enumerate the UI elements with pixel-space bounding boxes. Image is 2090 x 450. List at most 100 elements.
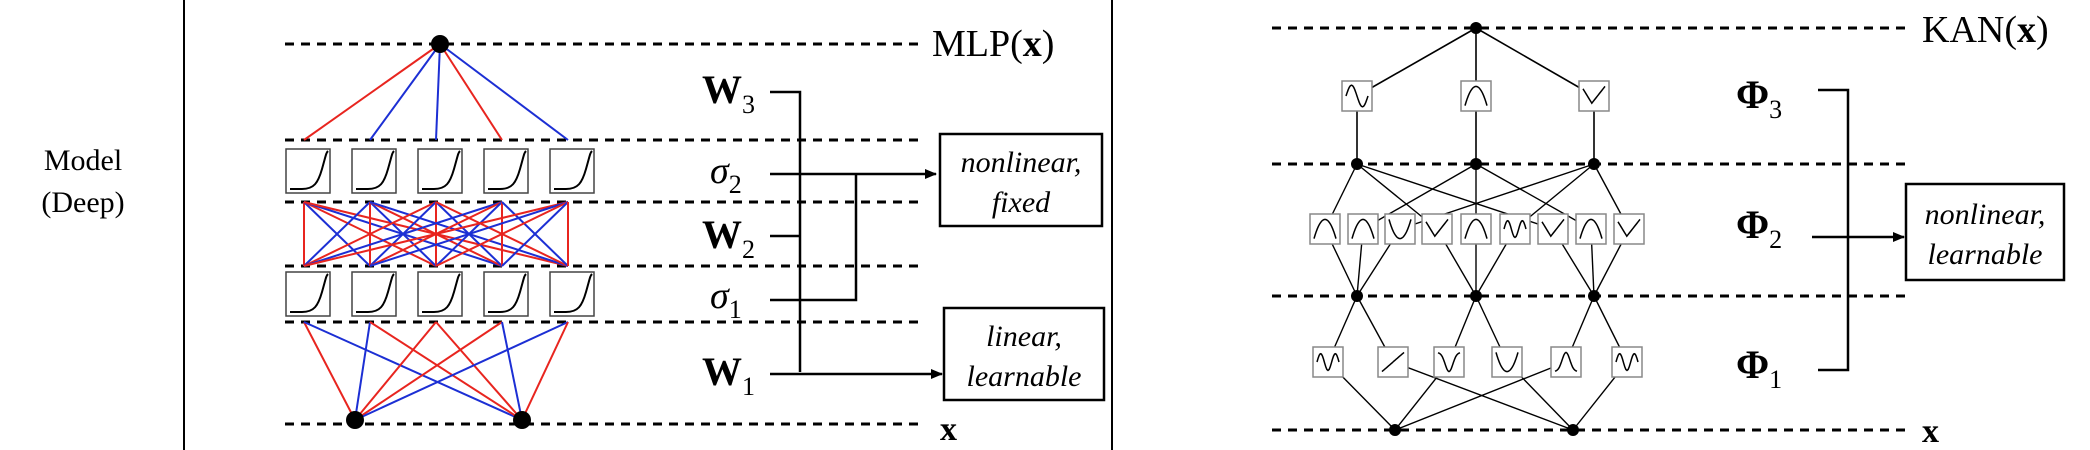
kan-phi2-activation (1575, 213, 1607, 245)
mlp-edge-w1 (354, 321, 371, 421)
mlp-edges (303, 43, 569, 421)
mlp-edge-w2 (501, 201, 569, 267)
kan-phi1-activation (1550, 346, 1582, 378)
kan-input-node (1389, 424, 1401, 436)
kan-phi1-activation-curve (1615, 352, 1639, 372)
mlp-w2-label: W2 (702, 212, 755, 264)
kan-phi2-activation-curve (1388, 219, 1412, 240)
mlp-edge-w1 (521, 321, 569, 421)
mlp-edge-w3 (303, 43, 441, 141)
kan-phi2-activation (1460, 213, 1492, 245)
kan-phi2-activation-curve (1351, 218, 1375, 239)
mlp-output-label: MLP(x) (932, 23, 1054, 65)
mlp-edge-w1 (303, 321, 523, 421)
mlp-linear-learnable-box (942, 306, 1106, 402)
mlp-sigma2-activation (351, 148, 397, 194)
kan-phi2-activation-curve (1464, 218, 1488, 239)
mlp-edge-w2 (303, 201, 371, 267)
kan-nonlinear-learnable-box (1904, 182, 2066, 282)
mlp-sigma1-activation-curve (422, 273, 461, 313)
mlp-edge-w3 (439, 43, 569, 141)
mlp-sigma2-activation-curve (554, 150, 593, 190)
mlp-input-label: x (940, 411, 957, 448)
mlp-sigma1-activation (351, 271, 397, 317)
kan-phi2-activation-curve (1425, 218, 1449, 238)
kan-phi1-activation-curve (1316, 352, 1340, 372)
kan-phi2-activation (1384, 213, 1416, 245)
mlp-weights-bracket (770, 90, 802, 372)
kan-edge-phi1 (1392, 361, 1574, 431)
kan-edge-phi3 (1475, 27, 1595, 97)
mlp-sigma2-activation-curve (356, 150, 395, 190)
kan-phi1-activation-curve (1495, 352, 1519, 373)
mlp-edge-w2 (303, 201, 569, 267)
kan-hidden1-node (1470, 290, 1482, 302)
kan-phi2-activation (1499, 213, 1531, 245)
mlp-nonlinear-box-line2: fixed (992, 186, 1051, 219)
mlp-sigma1-activation (285, 271, 331, 317)
mlp-edge-w3 (435, 43, 441, 141)
mlp-sigma2-activation (417, 148, 463, 194)
kan-hidden2-node (1470, 158, 1482, 170)
kan-phi3-label: Φ3 (1736, 72, 1782, 124)
kan-phi2-label: Φ2 (1736, 202, 1782, 254)
mlp-sigma2-activation (483, 148, 529, 194)
kan-phi2-activation-curve (1617, 218, 1641, 238)
mlp-sigma1-activation (549, 271, 595, 317)
mlp-activation-boxes (285, 148, 595, 317)
kan-panel: KAN(x) x Φ3 Φ2 Φ1 nonlinear, learnable (1272, 9, 2066, 450)
mlp-input-node-2 (513, 411, 531, 429)
mlp-w3-label: W3 (702, 67, 755, 119)
mlp-edge-w1 (354, 321, 503, 421)
mlp-sigma2-activation-curve (488, 150, 527, 190)
mlp-sigma2-activation (549, 148, 595, 194)
kan-hidden1-node (1351, 290, 1363, 302)
mlp-output-node (431, 35, 449, 53)
mlp-sigma1-activation-curve (554, 273, 593, 313)
kan-box-line1: nonlinear, (1925, 198, 2046, 231)
mlp-sigma1-activation-curve (488, 273, 527, 313)
mlp-linear-box-line1: linear, (986, 320, 1062, 353)
kan-output-node (1470, 22, 1482, 34)
kan-input-label: x (1922, 413, 1939, 450)
kan-box-line2: learnable (1928, 238, 2043, 271)
mlp-nonlinear-fixed-box (938, 132, 1104, 228)
mlp-edge-w1 (369, 321, 523, 421)
kan-phi1-activation-curve (1554, 351, 1578, 372)
mlp-edge-w2 (303, 201, 437, 267)
kan-phi2-activation (1421, 213, 1453, 245)
mlp-edge-w1 (501, 321, 523, 421)
kan-phi3-activation (1460, 80, 1492, 112)
mlp-sigma1-activation-curve (356, 273, 395, 313)
mlp-sigma1-activation-curve (290, 273, 329, 313)
kan-phi2-activation (1537, 213, 1569, 245)
kan-phi3-activation-curve (1582, 85, 1606, 105)
kan-edge-phi2 (1362, 163, 1477, 230)
kan-edge-phi2 (1475, 163, 1592, 230)
kan-nodes (1351, 22, 1600, 436)
mlp-edge-w1 (435, 321, 523, 421)
kan-phi2-activation-curve (1313, 218, 1337, 239)
kan-phi2-activation-curve (1541, 218, 1565, 238)
kan-phi3-activation (1578, 80, 1610, 112)
kan-phi1-activation (1491, 346, 1523, 378)
kan-phi2-activation (1613, 213, 1645, 245)
kan-phi1-activation-curve (1437, 352, 1461, 373)
kan-phi1-activation (1611, 346, 1643, 378)
kan-phi3-activation-curve (1345, 84, 1369, 108)
mlp-edge-w2 (369, 201, 569, 267)
kan-input-node (1567, 424, 1579, 436)
kan-hidden2-node (1351, 158, 1363, 170)
kan-edge-phi1 (1394, 361, 1567, 431)
kan-activation-boxes (1309, 80, 1645, 378)
kan-phi1-activation (1312, 346, 1344, 378)
mlp-nonlinear-box-line1: nonlinear, (961, 146, 1082, 179)
kan-phi2-activation (1347, 213, 1379, 245)
row-label-deep: (Deep) (41, 186, 124, 219)
kan-hidden1-node (1588, 290, 1600, 302)
mlp-edge-w2 (435, 201, 569, 267)
kan-phi2-activation-curve (1503, 219, 1527, 239)
mlp-panel: MLP(x) x W3 σ2 W2 σ1 W1 nonlinear, fixed… (285, 23, 1106, 448)
row-label-model: Model (44, 144, 122, 177)
